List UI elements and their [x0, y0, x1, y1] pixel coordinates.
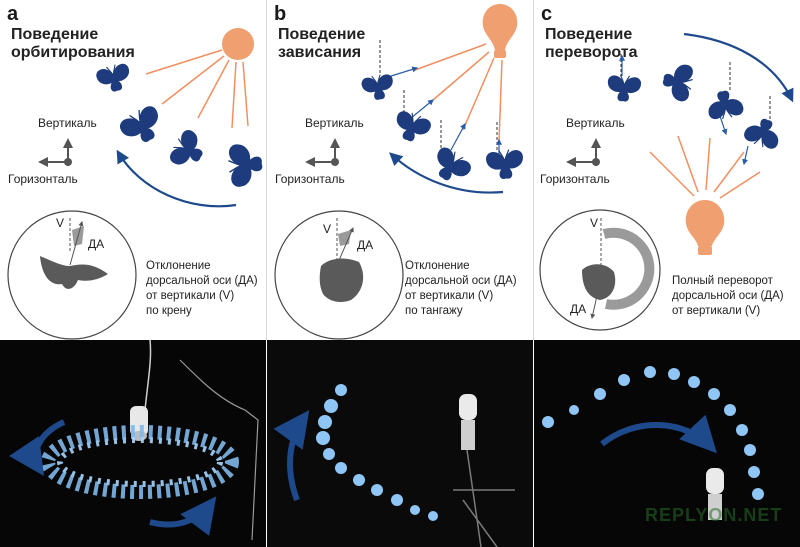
- photo-arrow-right: [149, 496, 217, 536]
- flip-arc: [602, 227, 655, 310]
- photo-hovering: [267, 340, 533, 547]
- hovering-diagram: [274, 4, 525, 340]
- caption-line-3: от вертикали (V): [672, 305, 761, 317]
- photo-flipping-illustration: [542, 366, 764, 520]
- title-line-2: орбитирования: [11, 44, 135, 61]
- moth-trail: [542, 366, 764, 500]
- caption-line-2: дорсальной оси (ДА): [672, 290, 784, 302]
- light-rays: [414, 43, 503, 143]
- title-line-1: Поведение: [545, 26, 633, 43]
- caption-line-3: от вертикали (V): [405, 290, 494, 302]
- panel-title: Поведение переворота: [545, 26, 638, 62]
- moth-silhouettes: [606, 61, 785, 152]
- horizontal-label: Горизонталь: [540, 172, 610, 186]
- caption-line-2: дорсальной оси (ДА): [146, 275, 258, 287]
- moth-trail: [316, 384, 438, 521]
- moth-silhouettes: [94, 61, 264, 188]
- photo-arrow: [600, 414, 717, 454]
- light-rays: [145, 49, 249, 129]
- v-label: V: [56, 216, 65, 230]
- photo-orbiting: [0, 340, 266, 547]
- axis-glyph: [305, 138, 340, 167]
- axis-glyph: [566, 138, 601, 167]
- title-line-1: Поведение: [278, 26, 366, 43]
- caption-line-4: по крену: [146, 305, 192, 317]
- photo-arrow-left: [9, 419, 66, 476]
- v-label: V: [590, 216, 599, 230]
- v-label: V: [323, 222, 332, 236]
- deviation-wedge: [338, 230, 351, 246]
- photo-orbiting-illustration: [9, 340, 259, 541]
- flip-arrow: [683, 32, 794, 103]
- panel-title: Поведение зависания: [278, 26, 365, 62]
- light-rays: [649, 135, 761, 199]
- panel-letter: c: [541, 3, 553, 25]
- bulb: [459, 394, 477, 420]
- caption: Отклонение дорсальной оси (ДА) от вертик…: [405, 259, 517, 319]
- title-line-2: переворота: [545, 44, 638, 61]
- caption-line-3: от вертикали (V): [146, 290, 235, 302]
- grey-moth-flip: [582, 264, 616, 300]
- axis-glyph: [38, 138, 73, 167]
- bulb: [706, 468, 724, 494]
- moth-trail: [41, 425, 239, 499]
- caption: Полный переворот дорсальной оси (ДА) от …: [672, 274, 784, 319]
- dorsal-arrows: [619, 54, 749, 166]
- title-line-1: Поведение: [11, 26, 99, 43]
- orbit-arrow: [116, 149, 237, 208]
- light-source: [222, 28, 254, 60]
- light-bulb: [685, 200, 725, 246]
- caption-line-1: Отклонение: [405, 260, 470, 272]
- horizontal-label: Горизонталь: [275, 172, 345, 186]
- panel-letter: a: [7, 3, 19, 25]
- photo-flipping: [534, 340, 800, 547]
- title-line-2: зависания: [278, 44, 362, 61]
- caption-line-1: Полный переворот: [672, 275, 773, 287]
- dashed-verticals: [379, 40, 498, 152]
- divider: [533, 0, 534, 340]
- grey-moth-pitch: [319, 258, 364, 302]
- dorsal-axis: [69, 221, 84, 266]
- da-label: ДА: [88, 237, 105, 251]
- divider: [266, 0, 267, 340]
- vertical-label: Вертикаль: [38, 116, 97, 130]
- photo-hovering-illustration: [267, 340, 533, 547]
- vertical-label: Вертикаль: [566, 116, 625, 130]
- caption-line-1: Отклонение: [146, 260, 211, 272]
- da-label: ДА: [570, 302, 587, 316]
- horizontal-label: Горизонталь: [8, 172, 78, 186]
- da-label: ДА: [357, 238, 374, 252]
- caption: Отклонение дорсальной оси (ДА) от вертик…: [146, 259, 258, 319]
- panel-hovering: b Поведение зависания: [267, 0, 533, 547]
- caption-line-2: дорсальной оси (ДА): [405, 275, 517, 287]
- panel-flipping: c Поведение переворота: [534, 0, 800, 547]
- watermark: REPLYON.NET: [645, 505, 783, 525]
- dashed-verticals: [620, 54, 771, 124]
- grey-moth-roll: [40, 256, 108, 289]
- caption-line-4: по тангажу: [405, 305, 463, 317]
- hover-arrow: [389, 152, 504, 194]
- flipping-diagram: [539, 32, 794, 331]
- panel-orbiting: a Поведение орбитирования: [0, 0, 266, 547]
- panel-title: Поведение орбитирования: [11, 26, 135, 62]
- vertical-label: Вертикаль: [305, 116, 364, 130]
- light-bulb: [482, 4, 518, 50]
- panel-letter: b: [274, 3, 287, 25]
- photo-arrow: [273, 410, 310, 502]
- orbiting-diagram: [7, 28, 264, 340]
